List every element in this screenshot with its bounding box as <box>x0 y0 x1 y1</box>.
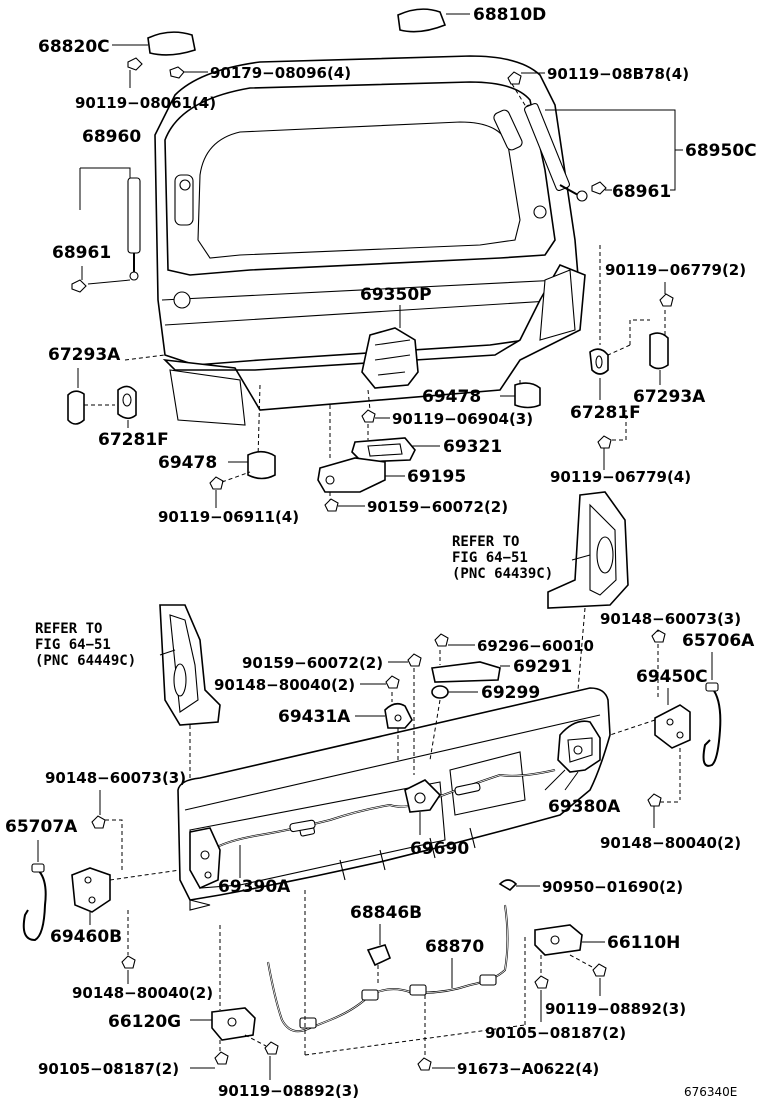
label-69478-left: 69478 <box>158 453 217 473</box>
label-90119-08B78: 90119−08B78(4) <box>547 65 689 83</box>
label-69291: 69291 <box>513 657 572 677</box>
stop-lamp-68820C: 68820C 90179−08096(4) 90119−08061(4) <box>38 31 351 112</box>
ref-right-line3: (PNC 64439C) <box>452 566 553 582</box>
label-68950C: 68950C <box>685 141 757 161</box>
label-68960: 68960 <box>82 127 141 147</box>
lower-back-door-panel <box>177 687 611 911</box>
label-68870: 68870 <box>425 937 484 957</box>
ref-right-line2: FIG 64−51 <box>452 550 528 566</box>
label-65706A: 65706A <box>682 631 755 651</box>
label-90119-06904: 90119−06904(3) <box>392 410 533 428</box>
bolt-91673-A0622: 91673−A0622(4) <box>417 1057 599 1078</box>
label-68846B: 68846B <box>350 903 422 923</box>
label-69450C: 69450C <box>636 667 708 687</box>
label-90119-06911: 90119−06911(4) <box>158 508 299 526</box>
harness-68870: 68846B 68870 <box>267 890 526 1056</box>
label-68810D: 68810D <box>473 5 546 25</box>
center-handle-parts: 69296−60010 69291 69299 <box>429 633 594 761</box>
stop-lamp-68810D: 68810D <box>397 5 546 33</box>
label-69690: 69690 <box>410 839 469 859</box>
label-67293A-left: 67293A <box>48 345 121 365</box>
label-69350P: 69350P <box>360 285 432 305</box>
screw-90119-08B78: 90119−08B78(4) <box>507 65 689 111</box>
label-90119-08061: 90119−08061(4) <box>75 94 216 112</box>
right-side-garnish: REFER TO FIG 64−51 (PNC 64439C) <box>452 491 629 691</box>
label-90179-08096: 90179−08096(4) <box>210 64 351 82</box>
label-69380A: 69380A <box>548 797 621 817</box>
label-90148-80040-left: 90148−80040(2) <box>72 984 213 1002</box>
label-67281F-left: 67281F <box>98 430 169 450</box>
label-69390A: 69390A <box>218 877 291 897</box>
right-lower-hinge: 90148−60073(3) 65706A 69450C 90148−80040… <box>600 610 755 852</box>
hinge-69478-left: 69478 90119−06911(4) <box>158 450 299 526</box>
label-69431A: 69431A <box>278 707 351 727</box>
ref-left-line2: FIG 64−51 <box>35 637 111 653</box>
label-69195: 69195 <box>407 467 466 487</box>
lower-door-left-latch <box>189 827 221 890</box>
label-90148-80040-mid: 90148−80040(2) <box>214 676 355 694</box>
label-69478-right: 69478 <box>422 387 481 407</box>
label-90159-60072-top: 90159−60072(2) <box>367 498 508 516</box>
label-90950-01690: 90950−01690(2) <box>542 878 683 896</box>
lock-assembly-69380A: 69380A <box>544 720 621 817</box>
drawing-code: 676340E <box>684 1085 737 1099</box>
left-upper-fasteners: 67293A 67281F <box>48 345 169 450</box>
label-90119-08892-right: 90119−08892(3) <box>545 1000 686 1018</box>
label-90105-08187-right: 90105−08187(2) <box>485 1024 626 1042</box>
label-90148-80040-right: 90148−80040(2) <box>600 834 741 852</box>
right-upper-fasteners: 90119−06779(2) 67293A 67281F 90119−06779… <box>550 245 746 486</box>
damper-66120G: 66120G 90105−08187(2) 90119−08892(3) <box>38 925 359 1100</box>
label-67293A-right: 67293A <box>633 387 706 407</box>
left-side-garnish: REFER TO FIG 64−51 (PNC 64449C) <box>35 604 221 790</box>
control-cables: 69690 69390A <box>214 769 556 897</box>
label-91673-A0622: 91673−A0622(4) <box>457 1060 599 1078</box>
label-66110H: 66110H <box>607 933 680 953</box>
damper-66110H: 90950−01690(2) 66110H 90119−08892(3) 901… <box>485 878 686 1042</box>
left-lower-hinge: 90148−60073(3) 65707A 69460B 90148−80040… <box>5 769 213 1002</box>
upper-door-lower-skin <box>162 263 586 426</box>
label-90148-60073-right: 90148−60073(3) <box>600 610 741 628</box>
upper-back-door-panel <box>154 55 581 366</box>
ref-right-line1: REFER TO <box>452 534 519 550</box>
center-upper-parts: 69350P 69478 90119−06904(3) 69321 69195 … <box>257 285 541 516</box>
label-66120G: 66120G <box>108 1012 181 1032</box>
label-69321: 69321 <box>443 437 502 457</box>
label-68961-right: 68961 <box>612 182 671 202</box>
label-90159-60072-mid: 90159−60072(2) <box>242 654 383 672</box>
damper-stay-right: 68961 68950C <box>524 103 757 202</box>
label-65707A: 65707A <box>5 817 78 837</box>
label-68820C: 68820C <box>38 37 110 57</box>
ref-left-line3: (PNC 64449C) <box>35 653 136 669</box>
ref-left-line1: REFER TO <box>35 621 102 637</box>
label-90119-06779-4: 90119−06779(4) <box>550 468 691 486</box>
left-handle-parts: 90159−60072(2) 90148−80040(2) 69431A <box>214 653 422 775</box>
label-69296-60010: 69296−60010 <box>477 637 594 655</box>
label-90105-08187-left: 90105−08187(2) <box>38 1060 179 1078</box>
label-69460B: 69460B <box>50 927 122 947</box>
label-90148-60073-left: 90148−60073(3) <box>45 769 186 787</box>
label-90119-08892-left: 90119−08892(3) <box>218 1082 359 1100</box>
label-67281F-right: 67281F <box>570 403 641 423</box>
label-69299: 69299 <box>481 683 540 703</box>
label-90119-06779-2: 90119−06779(2) <box>605 261 746 279</box>
damper-stay-left: 68960 68961 <box>52 127 141 293</box>
label-68961-left: 68961 <box>52 243 111 263</box>
